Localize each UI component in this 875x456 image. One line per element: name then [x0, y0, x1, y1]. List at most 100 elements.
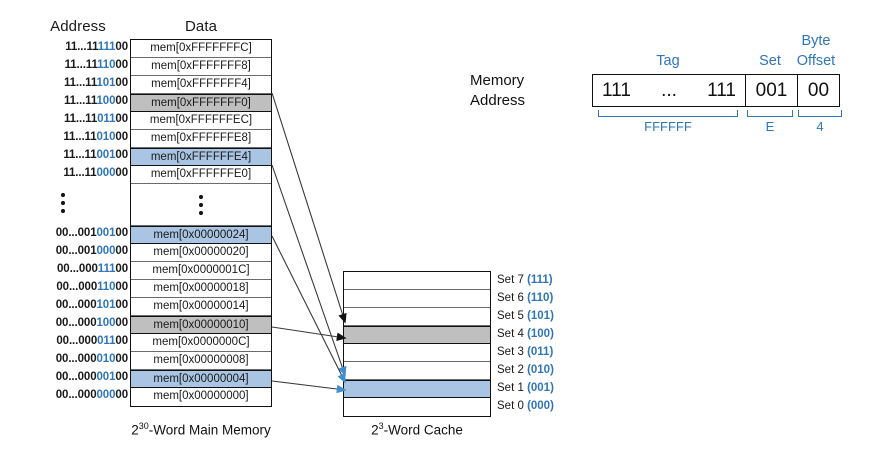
- arrow-00000010-to-set4: [271, 326, 347, 342]
- memory-caption-exponent: 30: [138, 421, 149, 431]
- cache-set-row: [344, 344, 490, 362]
- address-tag-bits: 00...000: [55, 389, 97, 401]
- address-offset-bits: 00: [115, 95, 128, 107]
- address-offset-bits: 00: [115, 389, 128, 401]
- cache-set-name: Set 4: [497, 328, 524, 340]
- cache-caption: 23-Word Cache: [337, 421, 497, 438]
- set-hex-label: E: [765, 119, 775, 134]
- address-offset-bits: 00: [115, 59, 128, 71]
- address-tag-bits: 00...000: [55, 299, 97, 311]
- address-row: 11...1110000: [28, 92, 128, 110]
- address-offset-bits: 00: [115, 149, 128, 161]
- address-tag-bits: 11...11: [63, 167, 97, 179]
- cache-set-name: Set 2: [497, 364, 524, 376]
- cache-set-name: Set 6: [497, 292, 524, 304]
- memory-row: mem[0xFFFFFFF4]: [131, 76, 271, 94]
- memory-row: mem[0xFFFFFFE0]: [131, 166, 271, 184]
- address-tag-bits: 00...000: [56, 335, 98, 347]
- cache-set-name: Set 1: [497, 382, 524, 394]
- address-tag-bits: 00...000: [55, 353, 97, 365]
- cache-caption-exponent: 3: [378, 421, 384, 431]
- cache-caption-text: -Word Cache: [383, 422, 463, 438]
- cache-set-label: Set 7 (111): [497, 271, 554, 289]
- address-offset-bits: 00: [115, 227, 128, 239]
- address-offset-bits: 00: [115, 245, 128, 257]
- cache-set-bits: (000): [527, 400, 554, 412]
- tag-hex-label: FFFFFF: [644, 119, 692, 134]
- memory-row: mem[0x00000020]: [131, 244, 271, 262]
- address-row: 11...1110100: [28, 74, 128, 92]
- address-tag-bits: 11...11: [63, 95, 97, 107]
- address-set-bits: 000: [96, 245, 116, 257]
- memory-row: mem[0xFFFFFFE8]: [131, 130, 271, 148]
- address-row: 00...00100000: [28, 242, 128, 260]
- address-ellipsis-gap: [28, 182, 128, 224]
- memory-address-label: Memory Address: [470, 71, 525, 111]
- address-set-bits: 010: [96, 353, 116, 365]
- cache-set-name: Set 5: [497, 310, 524, 322]
- memory-row: mem[0x00000014]: [131, 298, 271, 316]
- memory-caption-base: 2: [131, 422, 139, 438]
- memory-row: mem[0xFFFFFFF0]: [131, 94, 271, 112]
- arrow-ffffff0-to-set4: [271, 92, 347, 324]
- address-tag-bits: 00...000: [55, 317, 97, 329]
- tag-bits-right: 111: [707, 79, 736, 101]
- cache-set-label: Set 6 (110): [497, 289, 554, 307]
- offset-field-header: Offset: [796, 53, 836, 69]
- cache-set-row: [344, 272, 490, 290]
- address-tag-bits: 00...000: [55, 371, 97, 383]
- cache-set-name: Set 3: [497, 346, 524, 358]
- address-offset-bits: 00: [115, 131, 128, 143]
- cache-set-label: Set 4 (100): [497, 325, 554, 343]
- address-set-bits: 001: [96, 149, 116, 161]
- memory-row: mem[0x00000004]: [131, 370, 271, 388]
- tag-bits-left: 111: [602, 79, 631, 101]
- offset-brace: [798, 110, 842, 117]
- address-row: 00...00010100: [28, 296, 128, 314]
- address-offset-bits: 00: [115, 41, 128, 53]
- address-set-bits: 100: [96, 95, 116, 107]
- address-row: 00...00011000: [28, 278, 128, 296]
- address-set-bits: 000: [96, 167, 116, 179]
- address-tag-bits: 00...001: [55, 245, 97, 257]
- address-tag-bits: 11...11: [63, 131, 97, 143]
- memory-row: mem[0x00000008]: [131, 352, 271, 370]
- address-set-bits: 101: [96, 77, 116, 89]
- arrow-ffffffe4-to-set1: [271, 164, 347, 377]
- cache-set-bits: (001): [527, 382, 554, 394]
- address-column-header: Address: [50, 18, 106, 35]
- address-row: 00...00010000: [28, 314, 128, 332]
- address-tag-bits: 11...11: [64, 59, 98, 71]
- byte-field-header: Byte: [801, 33, 831, 49]
- address-set-bits: 100: [96, 317, 116, 329]
- memory-row: mem[0xFFFFFFEC]: [131, 112, 271, 130]
- set-field-header: Set: [759, 53, 781, 69]
- address-field-box: 111 ... 111 001 00: [592, 74, 840, 107]
- address-row: 00...00000000: [28, 386, 128, 404]
- cache-set-label: Set 2 (010): [497, 361, 554, 379]
- memory-row: mem[0x0000000C]: [131, 334, 271, 352]
- tag-ellipsis: ...: [661, 79, 677, 101]
- address-set-bits: 010: [96, 131, 116, 143]
- address-set-bits: 110: [97, 59, 116, 71]
- address-set-bits: 001: [96, 371, 116, 383]
- address-set-bits: 000: [96, 389, 116, 401]
- address-row: 00...00001100: [28, 332, 128, 350]
- address-set-bits: 101: [96, 299, 116, 311]
- address-offset-bits: 00: [115, 353, 128, 365]
- cache-set-label: Set 3 (011): [497, 343, 554, 361]
- cache-set-bits: (010): [527, 364, 554, 376]
- memory-row: mem[0x00000018]: [131, 280, 271, 298]
- address-row: 00...00100100: [28, 224, 128, 242]
- address-tag-bits: 11...11: [65, 41, 98, 53]
- set-field: 001: [745, 75, 797, 106]
- cache-set-bits: (011): [527, 346, 554, 358]
- cache-set-row: [344, 290, 490, 308]
- cache-set-row: [344, 380, 490, 398]
- main-memory-caption: 230-Word Main Memory: [101, 421, 301, 438]
- arrow-00000024-to-set1: [271, 235, 346, 384]
- arrow-00000004-to-set1: [271, 380, 347, 394]
- address-offset-bits: 00: [115, 299, 128, 311]
- cache-set-bits: (100): [527, 328, 554, 340]
